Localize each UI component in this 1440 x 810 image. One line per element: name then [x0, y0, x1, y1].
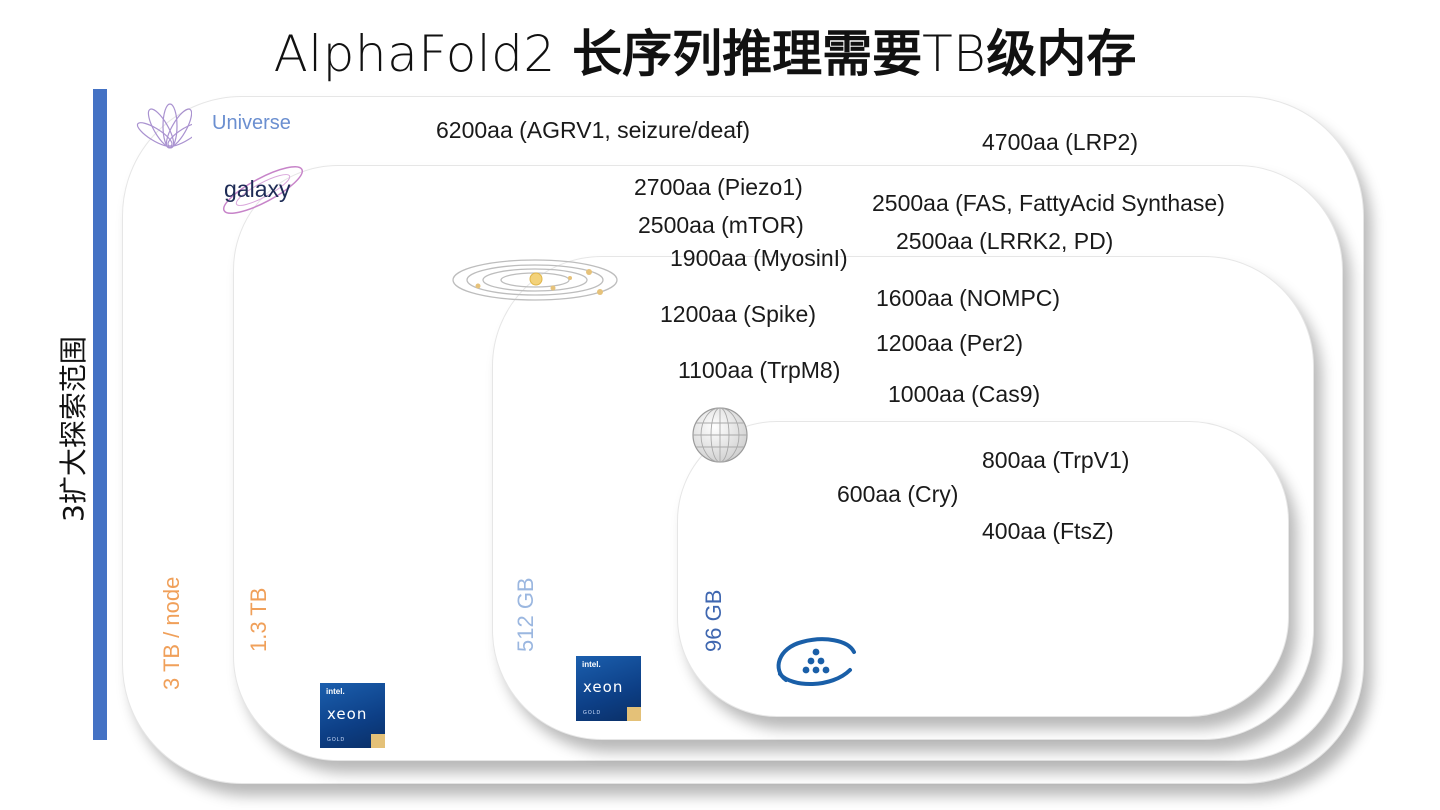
- title-cjk: 长序列推理需要: [572, 25, 923, 83]
- protein-label: 1600aa (NOMPC): [876, 285, 1061, 311]
- protein-label: 1200aa (Spike): [660, 301, 816, 327]
- protein-label: 1100aa (TrpM8): [678, 357, 841, 383]
- protein-label: 1200aa (Per2): [876, 330, 1024, 356]
- dots-pyramid-logo: [776, 637, 856, 686]
- protein-label: 4700aa (LRP2): [982, 129, 1138, 155]
- protein-label: 6200aa (AGRV1, seizure/deaf): [436, 117, 751, 143]
- globe-icon: [692, 407, 748, 463]
- protein-label: 2700aa (Piezo1): [634, 174, 803, 200]
- title-cjk-2: 级内存: [986, 25, 1137, 83]
- universe-flower-icon: [136, 103, 192, 149]
- solar-system-icon: [452, 259, 618, 301]
- intel-xeon-gold-logo: intel. xeon GOLD: [576, 656, 641, 721]
- protein-label: 600aa (Cry): [837, 481, 959, 507]
- title-latin-2: TB: [922, 25, 987, 83]
- side-label-text: 3扩大探索范围: [57, 336, 90, 522]
- accent-bar: [93, 89, 107, 740]
- protein-label: 2500aa (FAS, FattyAcid Synthase): [872, 190, 1225, 216]
- title-latin: AlphaFold2: [273, 25, 573, 83]
- protein-label: 800aa (TrpV1): [982, 447, 1130, 473]
- universe-label: Universe: [212, 112, 291, 134]
- protein-label: 400aa (FtsZ): [982, 518, 1114, 544]
- page-title: AlphaFold2 长序列推理需要TB级内存: [0, 22, 1410, 86]
- intel-xeon-gold-logo: intel. xeon GOLD: [320, 683, 385, 748]
- galaxy-swirl-icon: [222, 166, 304, 214]
- protein-label: 1900aa (MyosinI): [670, 245, 848, 271]
- protein-label: 2500aa (LRRK2, PD): [896, 228, 1114, 254]
- protein-label: 1000aa (Cas9): [888, 381, 1041, 407]
- galaxy-label: galaxy: [224, 176, 291, 202]
- protein-label: 2500aa (mTOR): [638, 212, 804, 238]
